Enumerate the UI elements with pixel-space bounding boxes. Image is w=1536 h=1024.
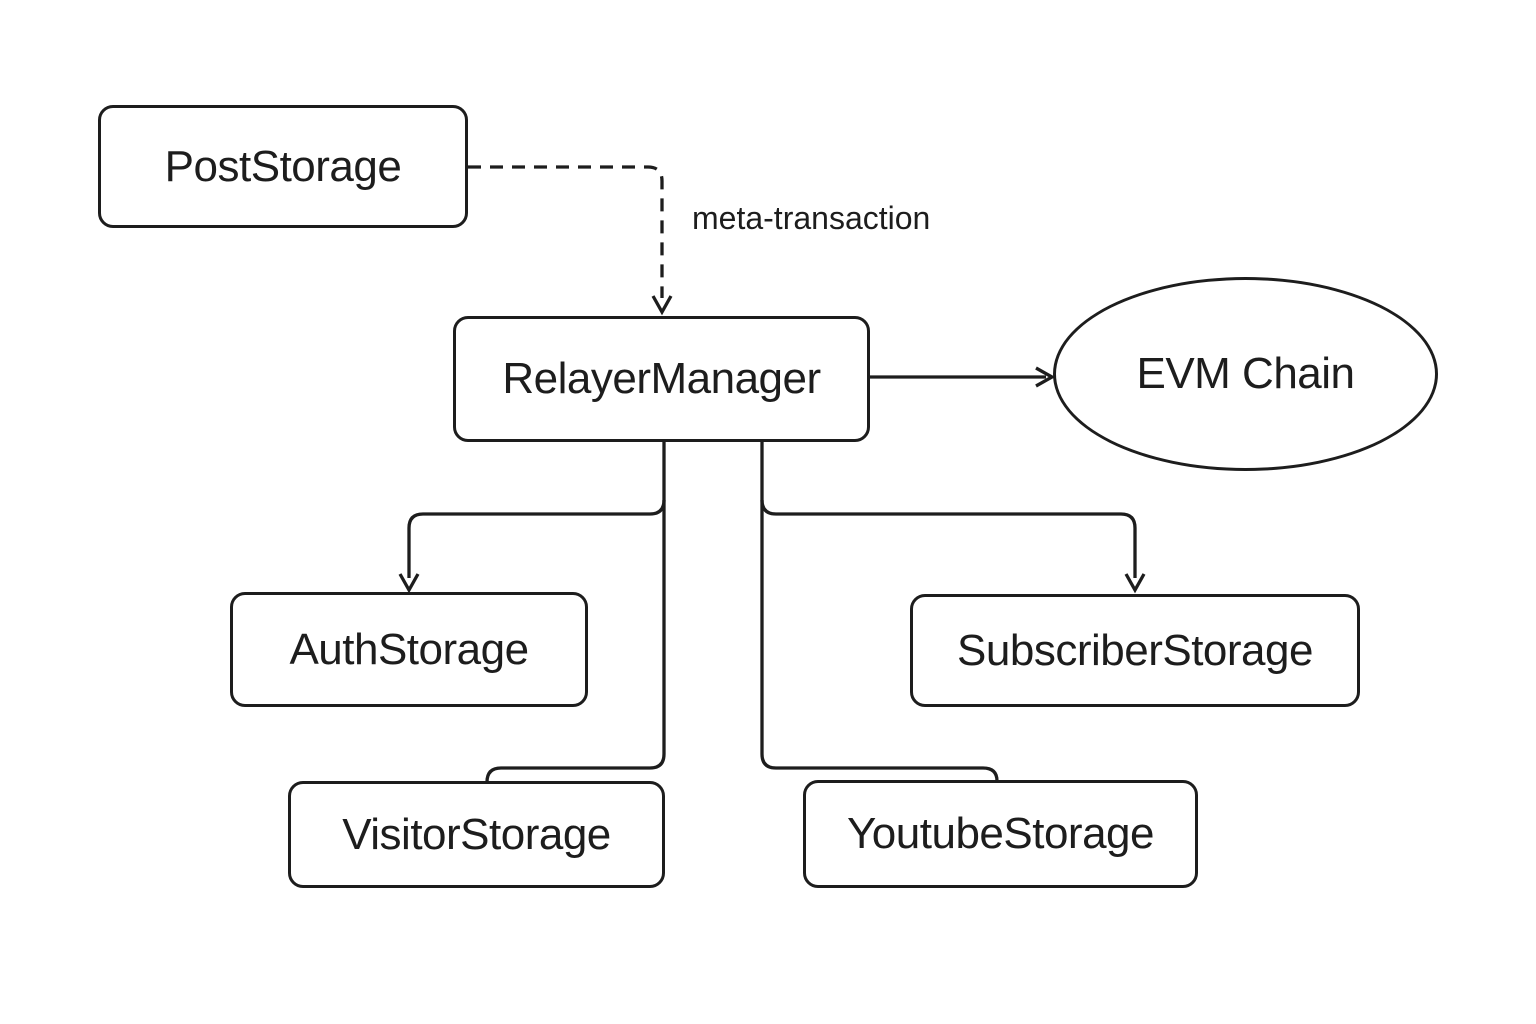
node-poststorage: PostStorage xyxy=(98,105,468,228)
edge-relayermanager-to-evmchain xyxy=(870,366,1056,388)
edge-label-meta-transaction: meta-transaction xyxy=(692,200,931,236)
node-authstorage-label: AuthStorage xyxy=(289,624,529,674)
edge-relayermanager-to-authstorage xyxy=(398,499,666,594)
arrowhead-down-icon xyxy=(398,573,420,594)
node-relayermanager-label: RelayerManager xyxy=(502,354,821,403)
node-evmchain: EVM Chain xyxy=(1053,277,1438,471)
arrowhead-right-icon xyxy=(1035,366,1056,388)
node-youtubestorage-label: YoutubeStorage xyxy=(847,809,1155,858)
node-subscriberstorage-label: SubscriberStorage xyxy=(957,625,1313,675)
arrowhead-down-icon xyxy=(1124,573,1146,594)
node-youtubestorage: YoutubeStorage xyxy=(803,780,1198,888)
edge-relayermanager-to-youtubestorage xyxy=(760,442,999,782)
node-authstorage: AuthStorage xyxy=(230,592,588,707)
node-evmchain-label: EVM Chain xyxy=(1136,349,1355,398)
edge-poststorage-to-relayermanager xyxy=(468,165,673,316)
node-visitorstorage: VisitorStorage xyxy=(288,781,665,888)
edge-relayermanager-to-visitorstorage xyxy=(485,442,666,783)
node-relayermanager: RelayerManager xyxy=(453,316,870,442)
node-subscriberstorage: SubscriberStorage xyxy=(910,594,1360,707)
edge-relayermanager-to-subscriberstorage xyxy=(760,499,1146,594)
arrowhead-down-icon xyxy=(651,295,673,316)
node-poststorage-label: PostStorage xyxy=(164,141,402,191)
node-visitorstorage-label: VisitorStorage xyxy=(342,809,611,859)
